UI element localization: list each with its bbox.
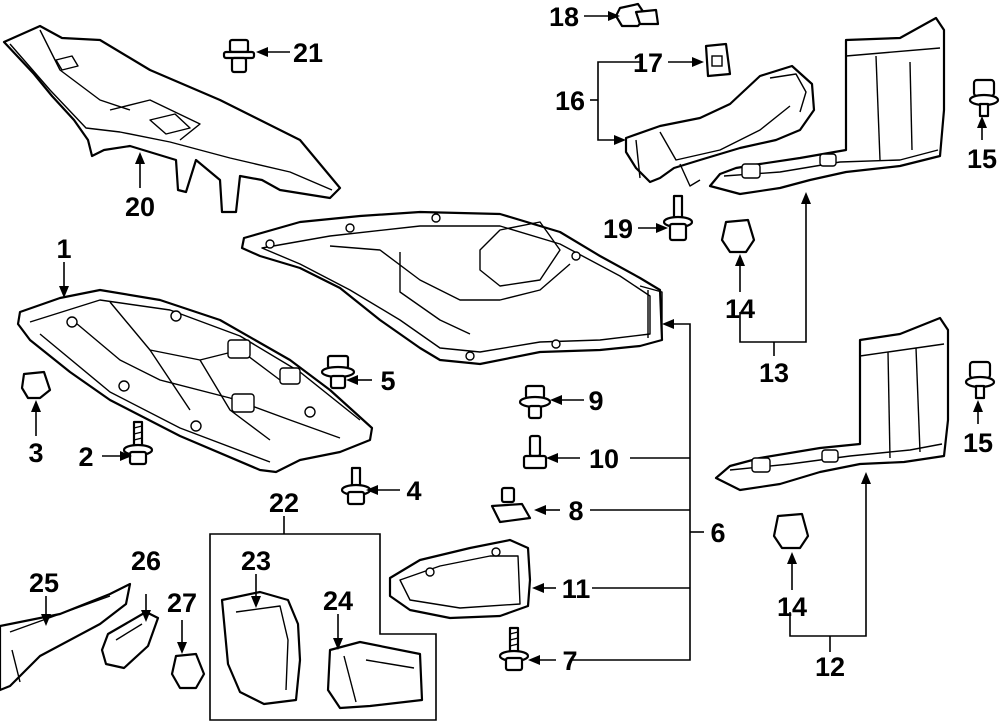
callout-27: 27 (167, 588, 197, 618)
air-duct-part-16 (624, 64, 816, 187)
bracket-part-26 (100, 610, 160, 670)
leader-lines (31, 11, 987, 665)
side-shield-part-12 (714, 316, 950, 492)
callout-9: 9 (588, 386, 603, 416)
bolt-part-7 (498, 626, 530, 672)
side-shield-part-13 (708, 16, 946, 196)
callout-8: 8 (568, 496, 583, 526)
liner-part-23 (220, 590, 302, 706)
bolt-part-15-upper (968, 78, 1000, 118)
callout-23: 23 (241, 546, 271, 576)
callout-24: 24 (323, 586, 353, 616)
callout-2: 2 (78, 442, 93, 472)
callout-20: 20 (125, 192, 155, 222)
callout-26: 26 (131, 546, 161, 576)
clip-part-27 (170, 652, 206, 690)
callout-7: 7 (562, 646, 577, 676)
liner-group-part-22 (209, 533, 437, 721)
callout-3: 3 (28, 438, 43, 468)
clip-part-5 (320, 354, 356, 390)
clip-part-21 (222, 38, 256, 74)
callout-25: 25 (29, 568, 59, 598)
callout-10: 10 (589, 444, 619, 474)
callout-22: 22 (269, 488, 299, 518)
callout-17: 17 (633, 48, 663, 78)
small-shield-part-11 (388, 538, 532, 620)
clip-part-9 (518, 384, 552, 420)
callout-labels: 1 2 3 4 5 6 7 8 9 10 11 12 13 14 14 15 1… (28, 2, 997, 682)
callout-15-lower: 15 (963, 428, 993, 458)
nut-part-8 (490, 486, 532, 524)
splash-shield-part-6 (240, 210, 664, 366)
bolt-part-2 (122, 420, 154, 466)
callout-11: 11 (562, 574, 591, 604)
nut-part-17 (704, 42, 732, 78)
callout-6: 6 (710, 518, 725, 548)
callout-5: 5 (380, 366, 395, 396)
callout-13: 13 (759, 358, 789, 388)
upper-cover-part-20 (2, 24, 342, 214)
clip-part-3 (20, 370, 52, 400)
bracket-part-24 (326, 640, 424, 710)
callout-12: 12 (815, 652, 845, 682)
bolt-part-19 (662, 194, 694, 242)
under-cover-part-1 (16, 288, 374, 474)
callout-15-upper: 15 (967, 144, 997, 174)
clip-part-14-lower (772, 512, 810, 550)
clip-part-14-upper (720, 218, 756, 254)
callout-4: 4 (406, 476, 421, 506)
callout-19: 19 (603, 214, 633, 244)
trim-part-25 (0, 582, 132, 692)
callout-14-lower: 14 (777, 592, 807, 622)
callout-14-upper: 14 (725, 294, 755, 324)
fasteners (20, 2, 1000, 690)
callout-16: 16 (555, 86, 585, 116)
bolt-part-10 (522, 434, 548, 470)
bolt-part-15-lower (964, 360, 996, 400)
callout-18: 18 (549, 2, 579, 32)
callout-21: 21 (293, 38, 323, 68)
clip-part-18 (614, 2, 660, 28)
callout-1: 1 (56, 234, 71, 264)
bolt-part-4 (340, 466, 372, 506)
